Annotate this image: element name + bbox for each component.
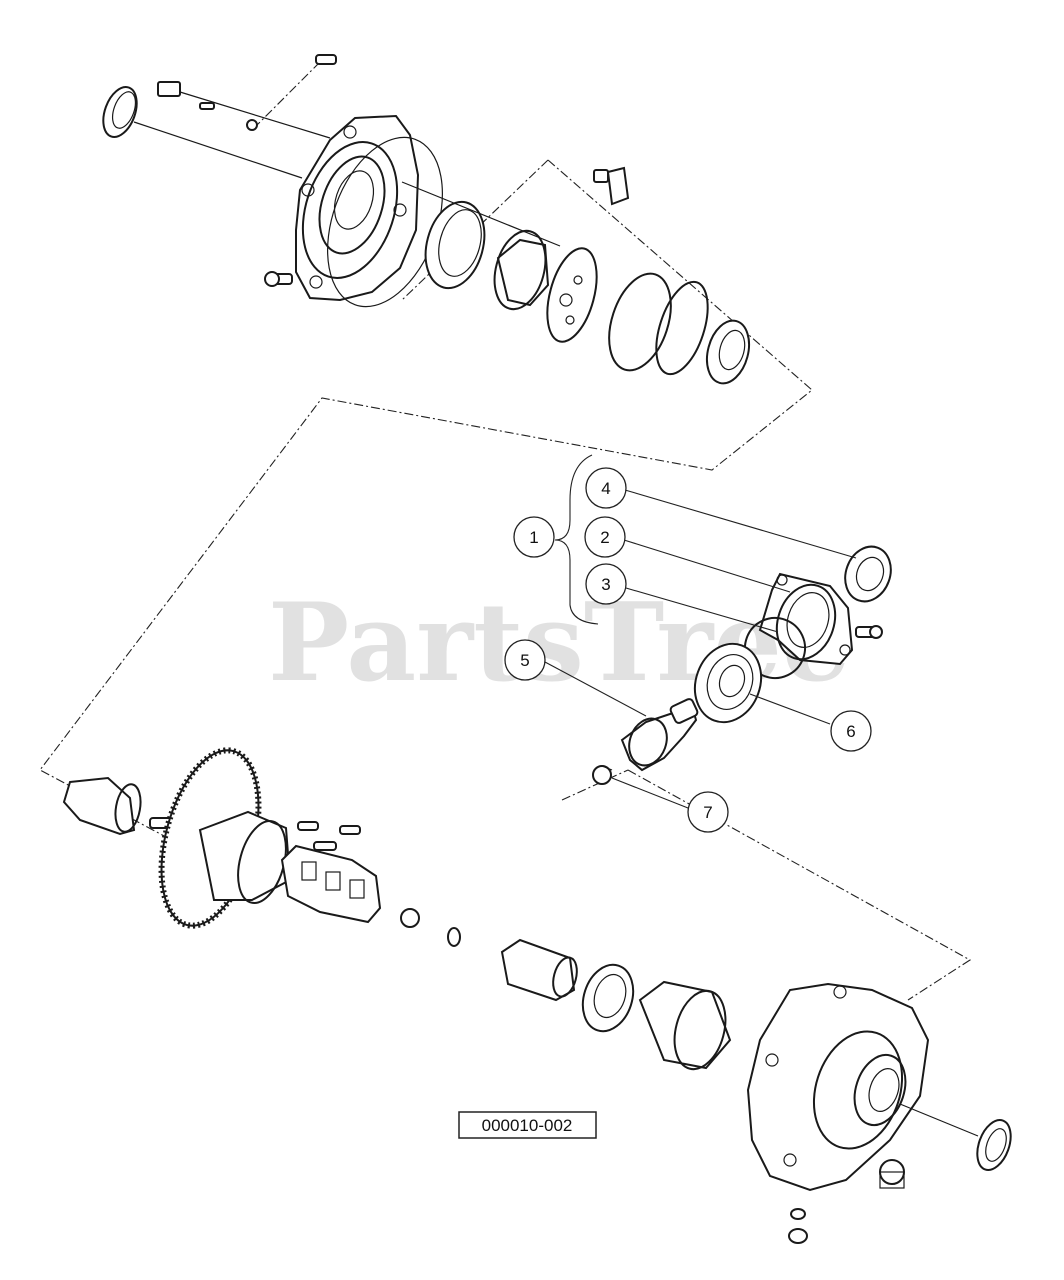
seal-top-left bbox=[102, 86, 138, 138]
drain-plug bbox=[879, 1159, 905, 1189]
ball-bearing-upper bbox=[705, 319, 751, 385]
callout-number-4: 4 bbox=[601, 479, 610, 498]
diagram-code-label: 000010-002 bbox=[458, 1111, 597, 1139]
bushing-lower bbox=[400, 908, 420, 928]
dowel-pin-top bbox=[315, 54, 337, 65]
callout-bubble-1: 1 bbox=[513, 516, 555, 558]
main-transmission-housing bbox=[746, 982, 930, 1192]
upper-cover-assembly bbox=[102, 54, 751, 385]
roller-1 bbox=[297, 821, 319, 831]
bearing-cup-upper bbox=[493, 229, 550, 311]
bushing bbox=[592, 765, 613, 785]
nut-bottom-2 bbox=[788, 1228, 808, 1244]
roller-3 bbox=[313, 841, 337, 851]
callout-number-2: 2 bbox=[600, 528, 609, 547]
callout-number-1: 1 bbox=[529, 528, 538, 547]
bearing-race-upper bbox=[424, 200, 486, 290]
clip-block bbox=[157, 81, 181, 97]
cover-housing bbox=[295, 114, 420, 302]
plate-bolt bbox=[855, 625, 883, 639]
ball-bearing bbox=[693, 642, 763, 724]
clip-right bbox=[593, 166, 630, 206]
bearing-cup-lower bbox=[638, 980, 732, 1071]
washer-lower bbox=[447, 927, 461, 947]
ring-gear bbox=[158, 747, 292, 929]
o-ring bbox=[744, 617, 806, 679]
roller-2 bbox=[339, 825, 361, 835]
small-nut bbox=[246, 119, 258, 131]
callout-number-3: 3 bbox=[601, 575, 610, 594]
partstree-watermark: PartsTree bbox=[268, 580, 851, 706]
nut-bottom-1 bbox=[790, 1208, 806, 1220]
callout-bubble-5: 5 bbox=[504, 639, 546, 681]
callout-number-6: 6 bbox=[846, 722, 855, 741]
assembly-bracket bbox=[554, 454, 599, 625]
callout-leaders bbox=[544, 489, 857, 809]
spacer-cylinder-left bbox=[62, 776, 142, 836]
housing-plate bbox=[758, 572, 854, 666]
seal-bottom-right bbox=[976, 1119, 1012, 1171]
small-pin bbox=[199, 102, 215, 110]
callout-bubble-4: 4 bbox=[585, 467, 627, 509]
snap-ring-1 bbox=[608, 272, 672, 372]
callout-bubble-6: 6 bbox=[830, 710, 872, 752]
thrust-plate bbox=[546, 247, 598, 343]
lower-differential-assembly bbox=[62, 747, 1012, 1244]
callout-bubble-3: 3 bbox=[585, 563, 627, 605]
sleeve-lower bbox=[500, 938, 578, 1002]
snap-ring-2 bbox=[655, 280, 709, 376]
bevel-pinion-shaft bbox=[620, 698, 699, 772]
callout-bubble-2: 2 bbox=[584, 516, 626, 558]
callout-number-5: 5 bbox=[520, 651, 529, 670]
diagram-code-text: 000010-002 bbox=[482, 1116, 573, 1135]
callout-bubble-7: 7 bbox=[687, 791, 729, 833]
callout-number-7: 7 bbox=[703, 803, 712, 822]
oil-seal bbox=[844, 545, 892, 603]
pinion-assembly bbox=[554, 454, 892, 785]
differential-case bbox=[280, 844, 382, 924]
cover-bolt bbox=[264, 271, 293, 287]
ball-bearing-lower bbox=[581, 963, 635, 1033]
